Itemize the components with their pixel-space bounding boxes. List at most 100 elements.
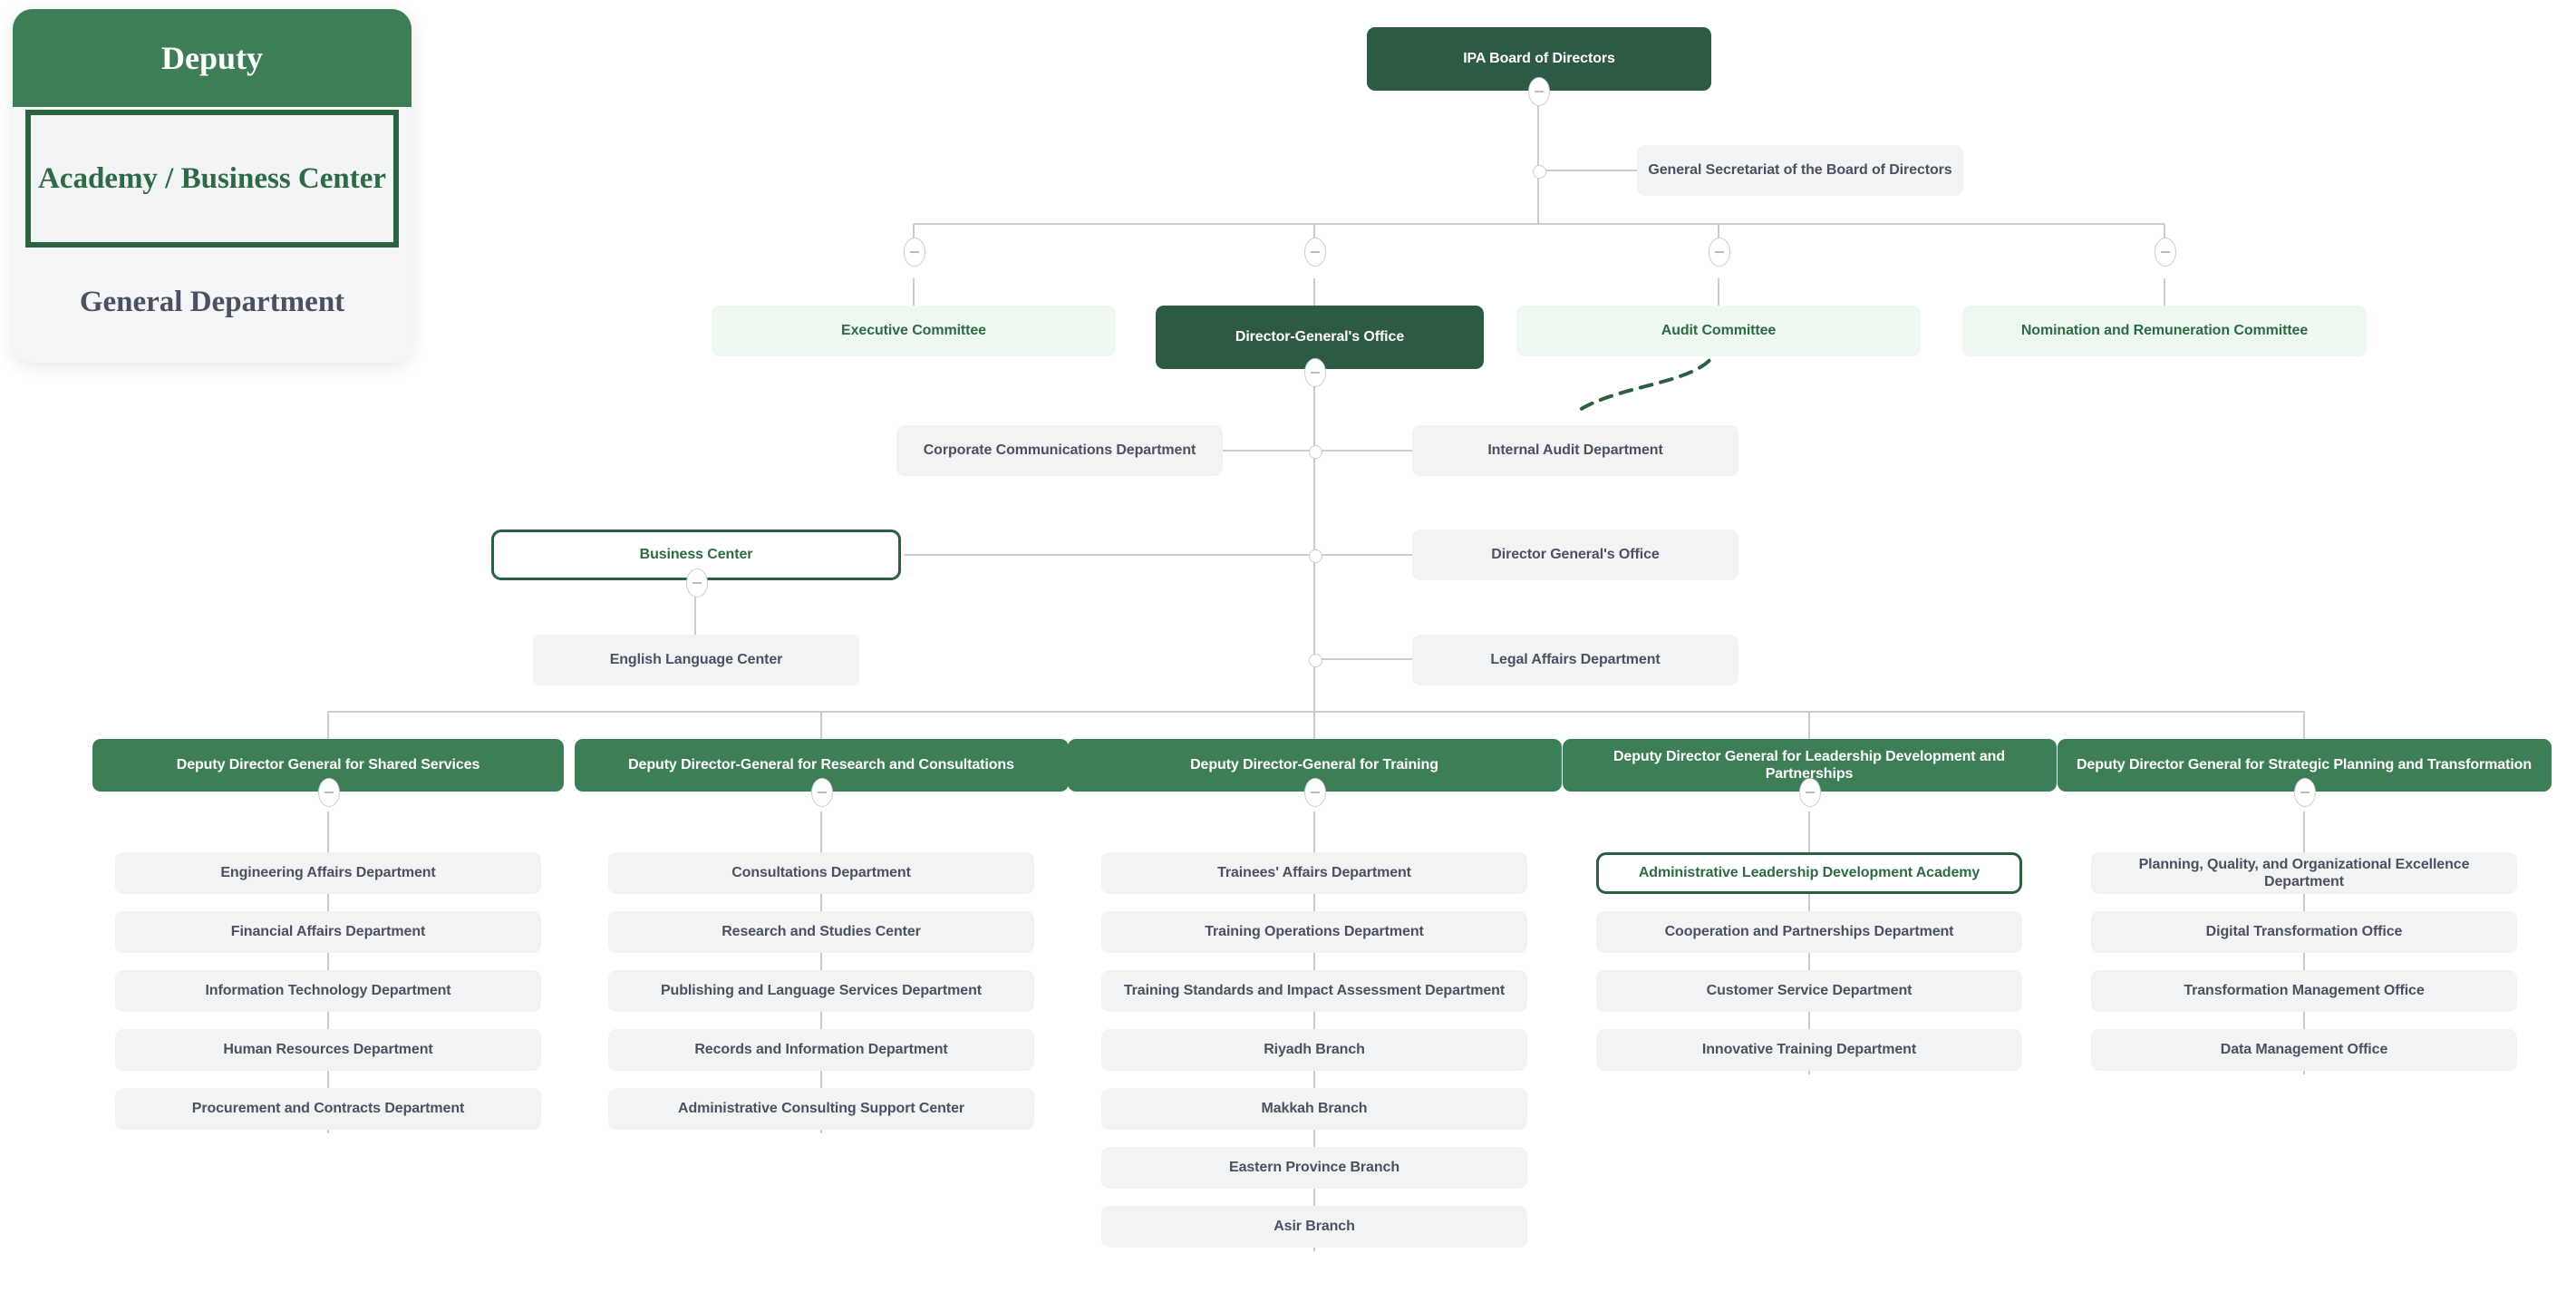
branch-1-child-2[interactable]: Publishing and Language Services Departm… — [608, 970, 1034, 1012]
toggle-audit-committee[interactable] — [1709, 238, 1730, 267]
node-audit-committee[interactable]: Audit Committee — [1516, 306, 1921, 356]
branch-1-child-0[interactable]: Consultations Department — [608, 852, 1034, 894]
node-label: Records and Information Department — [694, 1042, 948, 1058]
branch-4-child-2[interactable]: Transformation Management Office — [2091, 970, 2517, 1012]
node-label: Deputy Director General for Shared Servi… — [176, 757, 480, 773]
branch-3-child-2[interactable]: Customer Service Department — [1596, 970, 2022, 1012]
node-label: Deputy Director-General for Training — [1190, 757, 1438, 773]
node-label: Planning, Quality, and Organizational Ex… — [2138, 856, 2470, 889]
junction-legal-affairs — [1309, 654, 1322, 667]
node-label: Training Standards and Impact Assessment… — [1123, 983, 1506, 999]
node-executive-committee[interactable]: Executive Committee — [712, 306, 1116, 356]
node-label: Transformation Management Office — [2184, 983, 2425, 999]
branch-2-child-5[interactable]: Eastern Province Branch — [1101, 1147, 1527, 1189]
branch-0-child-2[interactable]: Information Technology Department — [115, 970, 541, 1012]
node-label: Executive Committee — [841, 323, 986, 339]
node-label: Customer Service Department — [1706, 983, 1913, 999]
node-label: Business Center — [639, 547, 753, 563]
branch-header-3[interactable]: Deputy Director General for Leadership D… — [1562, 739, 2057, 792]
branch-1-child-3[interactable]: Records and Information Department — [608, 1029, 1034, 1071]
node-english-language-center[interactable]: English Language Center — [533, 635, 859, 685]
toggle-executive-committee[interactable] — [904, 238, 925, 267]
branch-2-child-0[interactable]: Trainees' Affairs Department — [1101, 852, 1527, 894]
branch-4-child-0[interactable]: Planning, Quality, and Organizational Ex… — [2091, 852, 2517, 894]
node-general-secretariat[interactable]: General Secretariat of the Board of Dire… — [1637, 145, 1963, 196]
node-internal-audit-department[interactable]: Internal Audit Department — [1412, 425, 1738, 476]
branch-0-child-0[interactable]: Engineering Affairs Department — [115, 852, 541, 894]
node-label: Deputy Director General for Strategic Pl… — [2076, 757, 2532, 773]
node-director-general-office-department[interactable]: Director General's Office — [1412, 530, 1738, 580]
node-label: Cooperation and Partnerships Department — [1664, 924, 1954, 940]
legend-general-swatch: General Department — [13, 248, 412, 356]
node-label: Research and Studies Center — [721, 924, 921, 940]
node-label: Deputy Director General for Leadership D… — [1612, 748, 2006, 782]
branch-3-child-3[interactable]: Innovative Training Department — [1596, 1029, 2022, 1071]
node-label: Training Operations Department — [1205, 924, 1424, 940]
node-corporate-communications-department[interactable]: Corporate Communications Department — [896, 425, 1223, 476]
node-label: Deputy Director-General for Research and… — [628, 757, 1014, 773]
node-label: Makkah Branch — [1261, 1101, 1368, 1117]
node-label: Engineering Affairs Department — [220, 865, 436, 881]
node-label: Corporate Communications Department — [923, 442, 1196, 459]
legend-academy-swatch: Academy / Business Center — [25, 110, 399, 248]
node-label: Legal Affairs Department — [1490, 652, 1661, 668]
toggle-branch-3[interactable] — [1799, 778, 1821, 807]
node-label: IPA Board of Directors — [1463, 51, 1615, 67]
branch-2-child-1[interactable]: Training Operations Department — [1101, 911, 1527, 953]
node-label: Administrative Leadership Development Ac… — [1638, 865, 1980, 881]
toggle-director-general-office[interactable] — [1304, 238, 1326, 267]
node-label: Trainees' Affairs Department — [1217, 865, 1411, 881]
branch-0-child-3[interactable]: Human Resources Department — [115, 1029, 541, 1071]
node-label: Procurement and Contracts Department — [191, 1101, 465, 1117]
node-label: Publishing and Language Services Departm… — [660, 983, 982, 999]
junction-director-general-office-dept — [1309, 549, 1322, 563]
branch-2-child-4[interactable]: Makkah Branch — [1101, 1088, 1527, 1130]
legend-deputy-swatch: Deputy — [13, 9, 412, 107]
branch-4-child-3[interactable]: Data Management Office — [2091, 1029, 2517, 1071]
node-label: Innovative Training Department — [1701, 1042, 1917, 1058]
branch-3-child-0[interactable]: Administrative Leadership Development Ac… — [1596, 852, 2022, 894]
branch-0-child-1[interactable]: Financial Affairs Department — [115, 911, 541, 953]
node-label: Digital Transformation Office — [2205, 924, 2403, 940]
branch-1-child-4[interactable]: Administrative Consulting Support Center — [608, 1088, 1034, 1130]
node-label: Human Resources Department — [223, 1042, 433, 1058]
branch-0-child-4[interactable]: Procurement and Contracts Department — [115, 1088, 541, 1130]
node-label: Consultations Department — [731, 865, 911, 881]
branch-2-child-2[interactable]: Training Standards and Impact Assessment… — [1101, 970, 1527, 1012]
node-legal-affairs-department[interactable]: Legal Affairs Department — [1412, 635, 1738, 685]
branch-2-child-6[interactable]: Asir Branch — [1101, 1206, 1527, 1248]
legend-academy-label: Academy / Business Center — [37, 161, 387, 195]
node-label: Financial Affairs Department — [230, 924, 426, 940]
node-label: Internal Audit Department — [1487, 442, 1663, 459]
node-label: Director-General's Office — [1235, 329, 1405, 345]
toggle-nomination-committee[interactable] — [2155, 238, 2176, 267]
toggle-business-center[interactable] — [686, 568, 708, 598]
node-label: Eastern Province Branch — [1229, 1160, 1399, 1176]
legend-panel: Deputy Academy / Business Center General… — [13, 9, 412, 363]
node-label: Information Technology Department — [205, 983, 451, 999]
node-label: Asir Branch — [1273, 1219, 1355, 1235]
branch-4-child-1[interactable]: Digital Transformation Office — [2091, 911, 2517, 953]
legend-general-label: General Department — [79, 285, 345, 318]
node-directors-general-office[interactable]: Director-General's Office — [1156, 306, 1484, 369]
branch-2-child-3[interactable]: Riyadh Branch — [1101, 1029, 1527, 1071]
toggle-branch-0[interactable] — [318, 778, 340, 807]
node-nomination-remuneration-committee[interactable]: Nomination and Remuneration Committee — [1962, 306, 2367, 356]
toggle-branch-4[interactable] — [2294, 778, 2316, 807]
toggle-dg-office-children[interactable] — [1304, 358, 1326, 387]
junction-secretariat — [1533, 165, 1546, 179]
node-label: Director General's Office — [1491, 547, 1660, 563]
branch-1-child-1[interactable]: Research and Studies Center — [608, 911, 1034, 953]
branch-3-child-1[interactable]: Cooperation and Partnerships Department — [1596, 911, 2022, 953]
node-label: Data Management Office — [2220, 1042, 2388, 1058]
legend-deputy-label: Deputy — [160, 40, 263, 76]
node-label: Audit Committee — [1661, 323, 1777, 339]
node-label: Administrative Consulting Support Center — [677, 1101, 965, 1117]
node-label: Nomination and Remuneration Committee — [2020, 323, 2309, 339]
junction-internal-audit — [1309, 445, 1322, 459]
toggle-branch-2[interactable] — [1304, 778, 1326, 807]
toggle-branch-1[interactable] — [811, 778, 833, 807]
toggle-ipa-board[interactable] — [1528, 77, 1550, 106]
node-label: General Secretariat of the Board of Dire… — [1648, 162, 1952, 179]
